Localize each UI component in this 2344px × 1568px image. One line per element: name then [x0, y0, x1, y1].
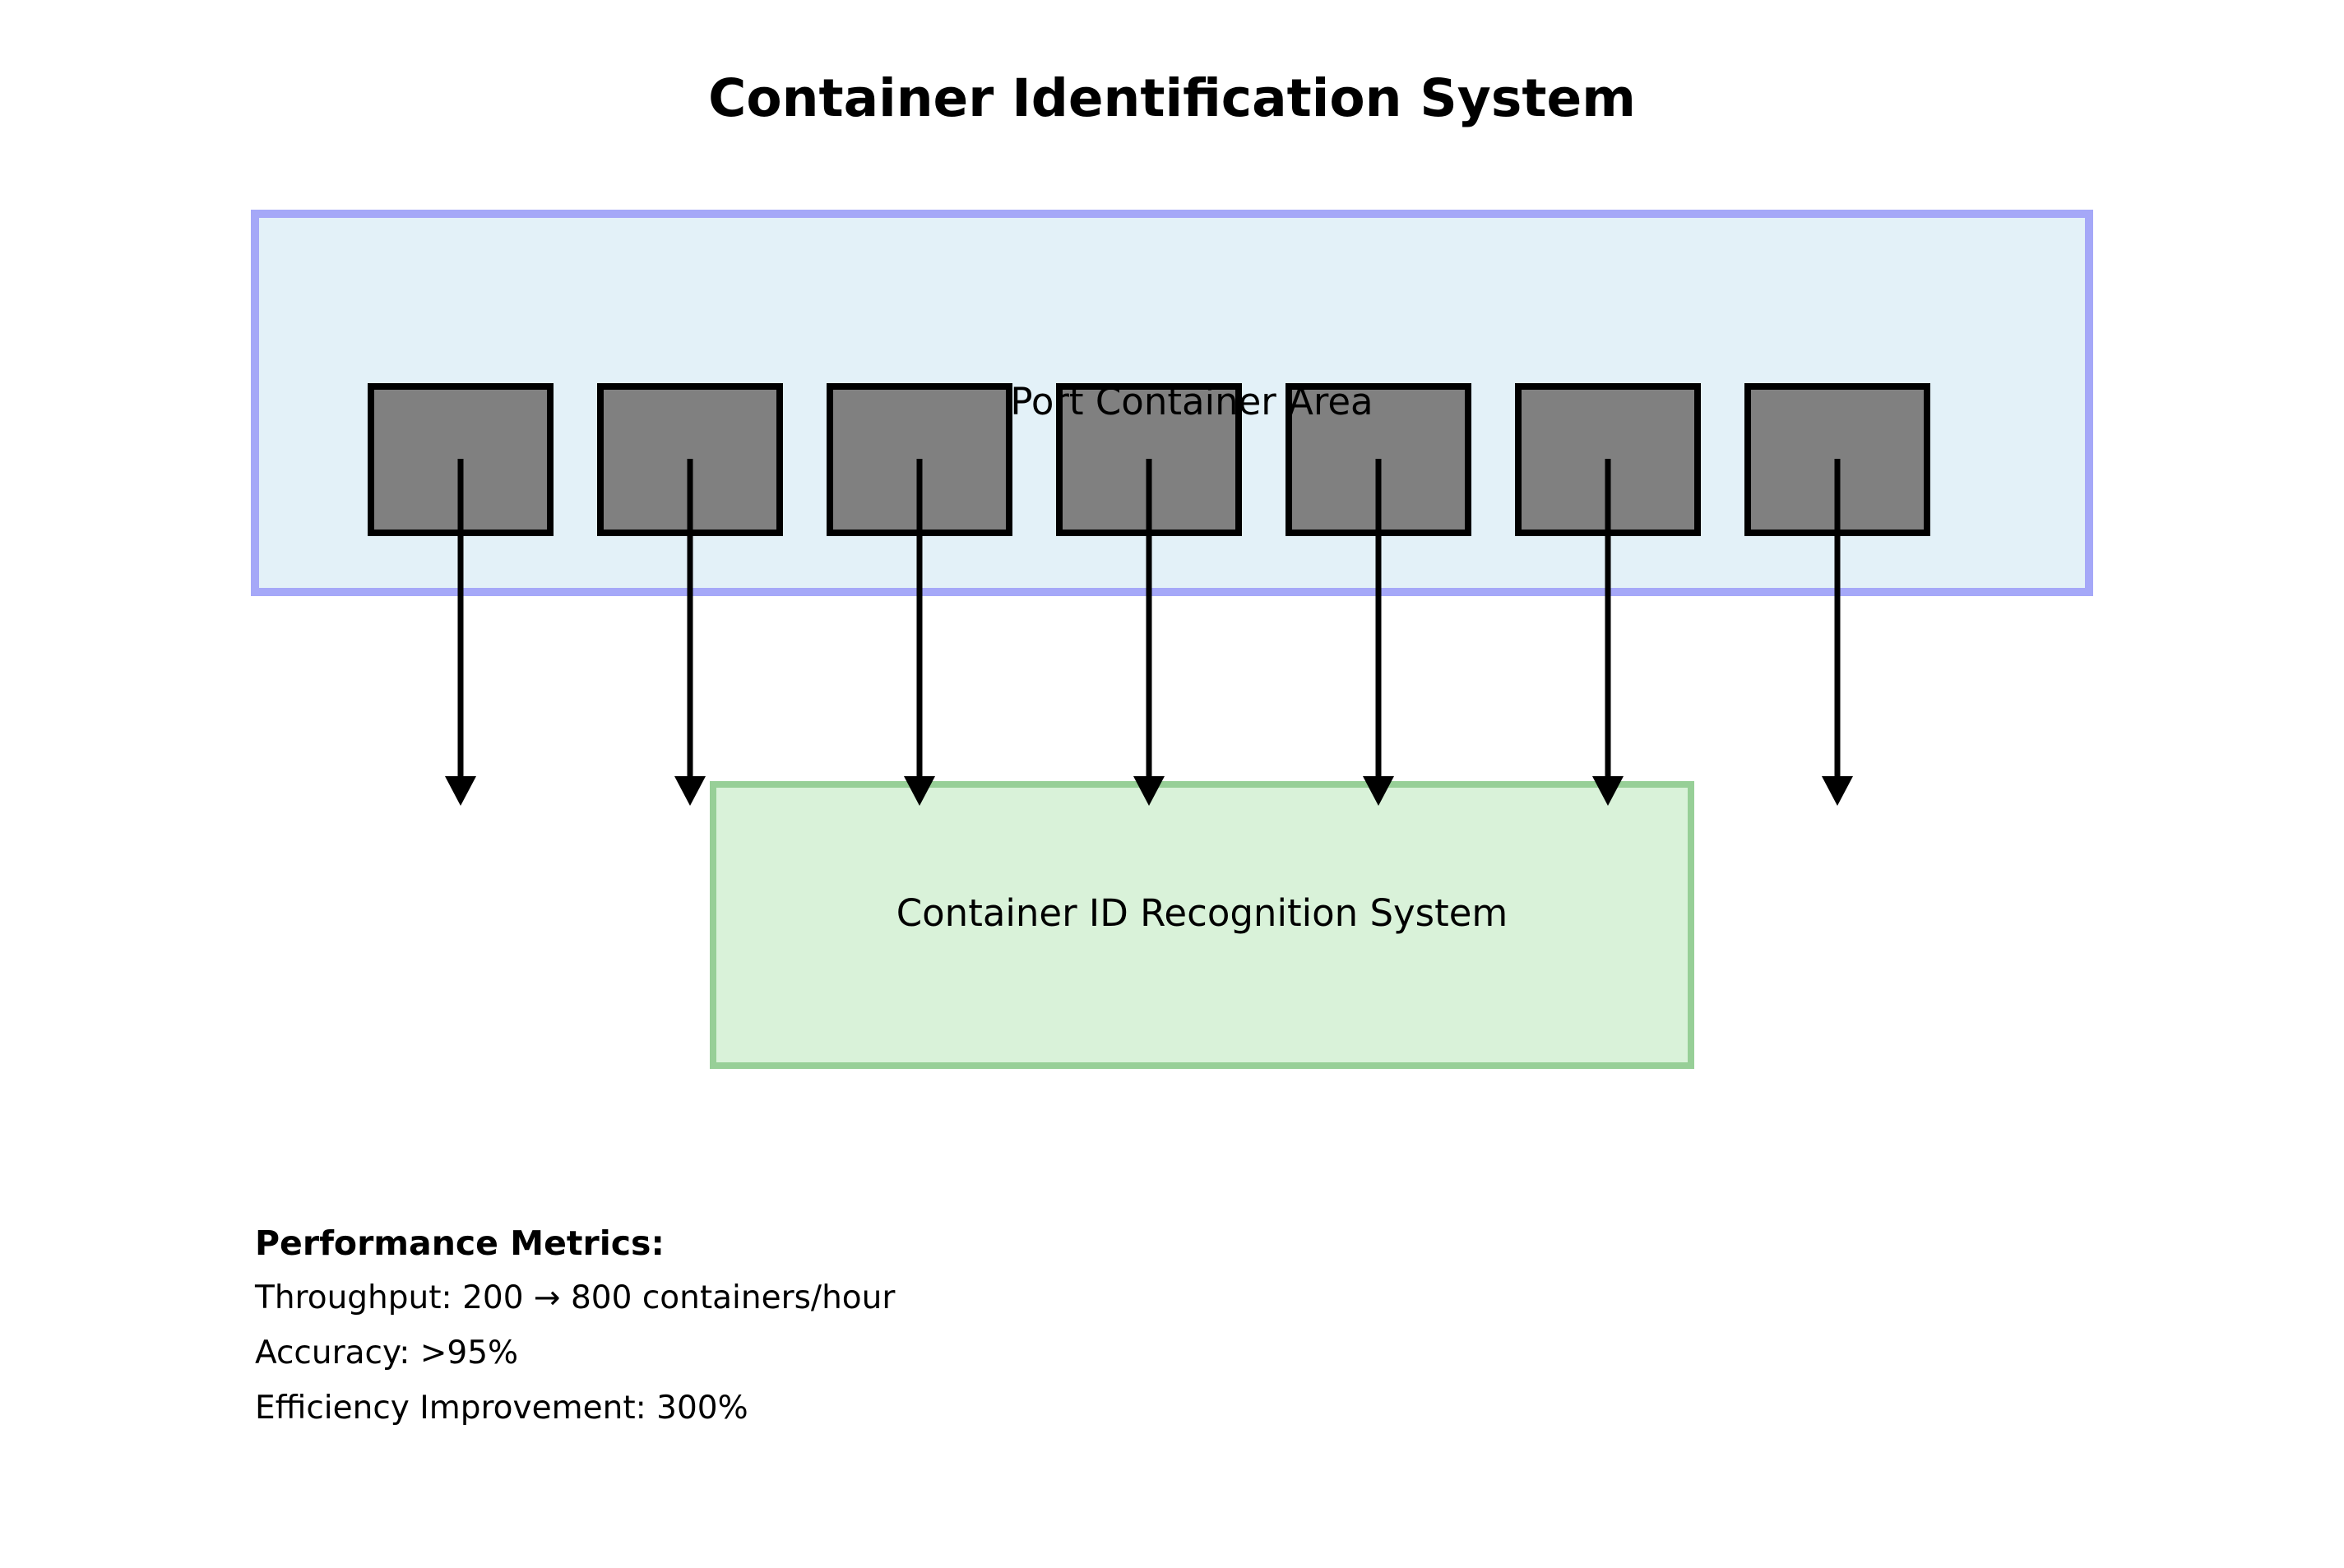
recognition-system-box	[710, 781, 1694, 1069]
flow-arrows-group	[445, 459, 1853, 806]
flow-arrow-head-7	[1822, 776, 1853, 806]
recognition-system-label: Container ID Recognition System	[896, 891, 1508, 935]
flow-arrow-head-4	[1133, 776, 1165, 806]
flow-arrow-head-3	[904, 776, 935, 806]
metrics-line-accuracy: Accuracy: >95%	[255, 1334, 519, 1371]
page-title: Container Identification System	[708, 68, 1636, 128]
flow-arrow-head-6	[1592, 776, 1624, 806]
metrics-line-efficiency: Efficiency Improvement: 300%	[255, 1390, 748, 1427]
performance-metrics-heading: Performance Metrics:	[255, 1223, 665, 1263]
metrics-line-throughput: Throughput: 200 → 800 containers/hour	[255, 1279, 896, 1316]
port-container-area-label: Port Container Area	[1010, 380, 1374, 423]
flow-arrow-head-1	[445, 776, 476, 806]
flow-arrow-head-5	[1363, 776, 1394, 806]
flow-arrow-head-2	[674, 776, 706, 806]
recognition-system-rect	[710, 781, 1694, 1069]
performance-metrics-block: Performance Metrics: Throughput: 200 → 8…	[255, 1223, 896, 1427]
